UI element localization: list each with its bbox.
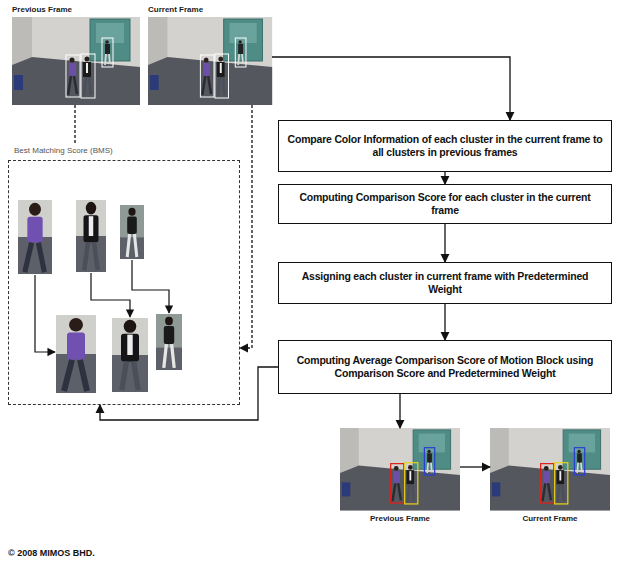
dashed-frame bbox=[8, 160, 240, 405]
process-text: Compare Color Information of each cluste… bbox=[287, 133, 603, 158]
connector bbox=[399, 394, 400, 428]
connector bbox=[460, 466, 490, 467]
video-frame-panel: Previous Frame bbox=[340, 428, 460, 524]
copyright-note: © 2008 MIMOS BHD. bbox=[8, 548, 95, 558]
video-frame-panel: Current Frame bbox=[490, 428, 610, 524]
connector bbox=[240, 105, 252, 348]
connector bbox=[444, 304, 445, 340]
frame-title: Previous Frame bbox=[370, 514, 430, 524]
process-box: Assigning each cluster in current frame … bbox=[278, 262, 612, 304]
process-box: Compare Color Information of each cluste… bbox=[278, 120, 612, 172]
process-text: Assigning each cluster in current frame … bbox=[287, 270, 603, 295]
frame-title: Current Frame bbox=[522, 514, 577, 524]
frame-title: Best Matching Score (BMS) bbox=[8, 145, 240, 156]
process-text: Computing Average Comparison Score of Mo… bbox=[287, 354, 603, 379]
bms-region: Best Matching Score (BMS) bbox=[8, 145, 240, 405]
connector bbox=[444, 172, 445, 184]
frame-title: Current Frame bbox=[148, 5, 203, 15]
video-frame-panel: Current Frame bbox=[148, 5, 272, 105]
connector bbox=[272, 57, 510, 120]
connector bbox=[74, 105, 75, 145]
connector bbox=[444, 224, 445, 262]
video-frame-panel: Previous Frame bbox=[12, 5, 140, 105]
process-box: Computing Average Comparison Score of Mo… bbox=[278, 340, 612, 394]
connector bbox=[100, 367, 278, 420]
frame-title: Previous Frame bbox=[12, 5, 72, 15]
process-text: Computing Comparison Score for each clus… bbox=[287, 191, 603, 216]
process-box: Computing Comparison Score for each clus… bbox=[278, 184, 612, 224]
